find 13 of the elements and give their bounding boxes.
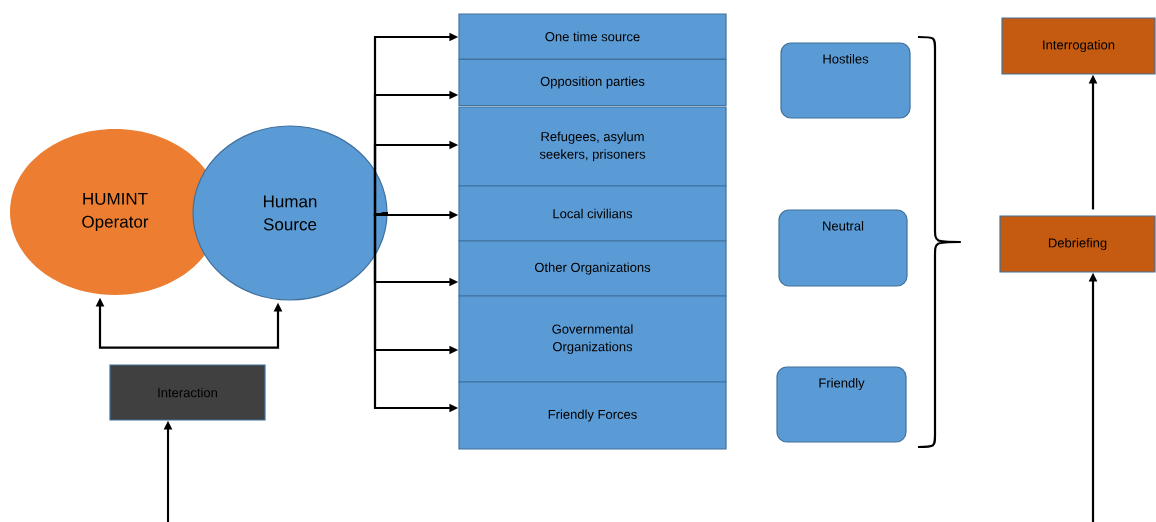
process-box: Debriefing	[999, 215, 1156, 273]
process-box: Interrogation	[1001, 17, 1156, 75]
category-box: Refugees, asylum seekers, prisoners	[458, 106, 727, 187]
rounded-box: Neutral	[778, 209, 908, 287]
process-box: Interaction	[109, 364, 266, 421]
category-box: Local civilians	[458, 185, 727, 242]
category-box: Other Organizations	[458, 240, 727, 297]
category-box: Governmental Organizations	[458, 295, 727, 383]
rounded-box: Hostiles	[780, 42, 911, 119]
category-box: Opposition parties	[458, 58, 727, 107]
category-box: Friendly Forces	[458, 381, 727, 450]
category-box: One time source	[458, 13, 727, 60]
rounded-box: Friendly	[776, 366, 907, 443]
